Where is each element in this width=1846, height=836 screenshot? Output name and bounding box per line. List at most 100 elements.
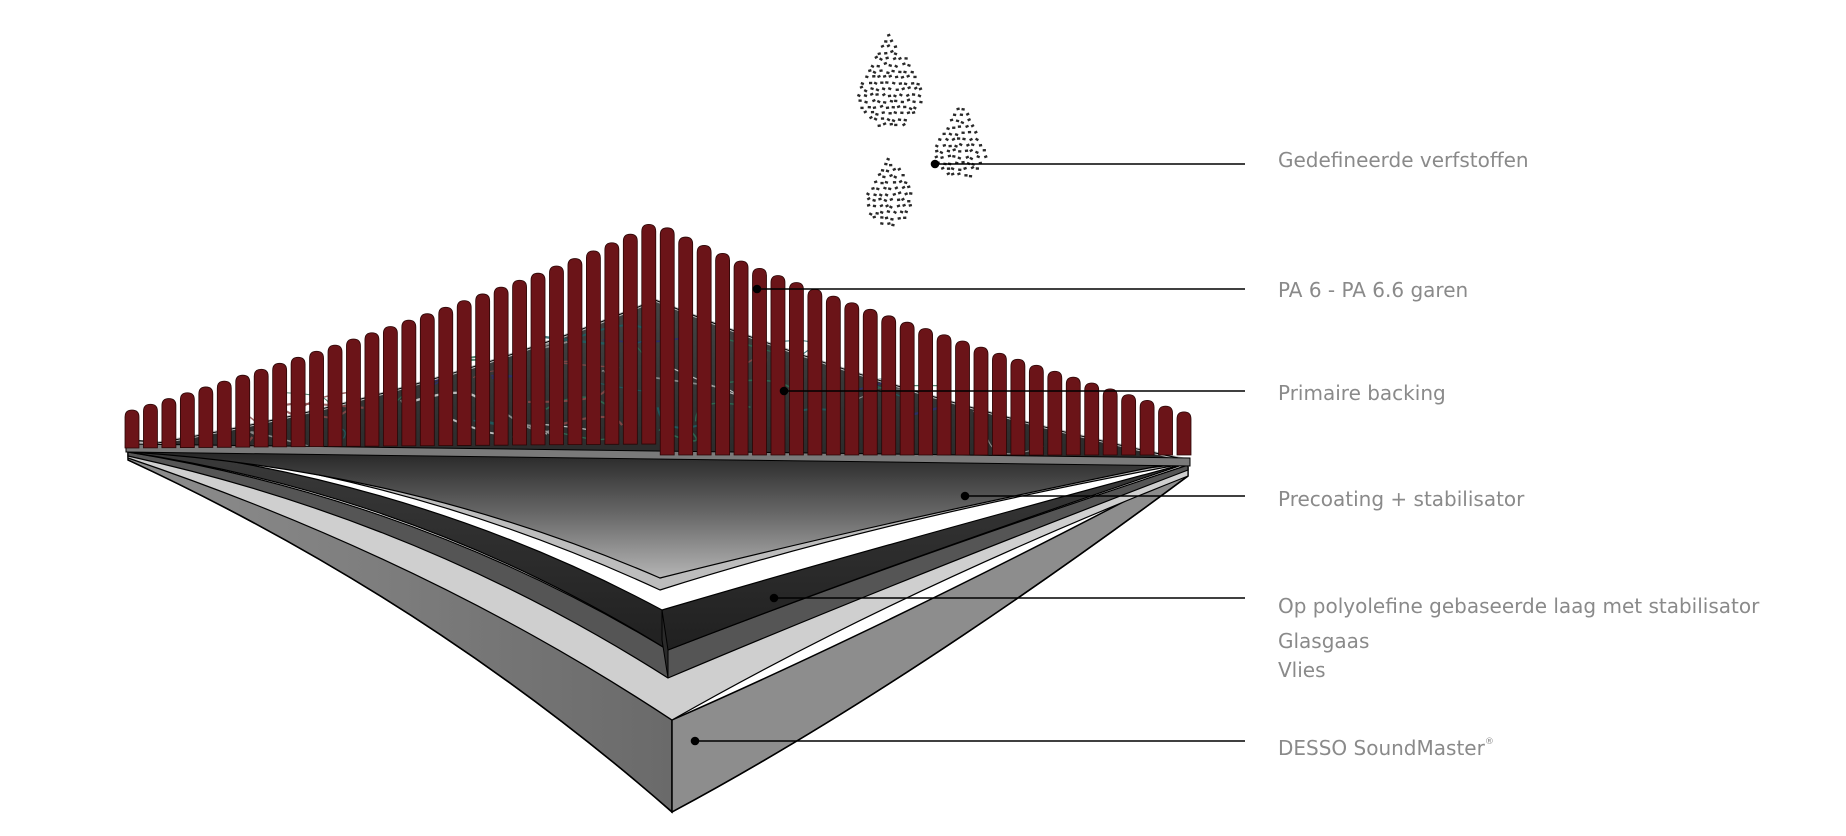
pile-tuft: [475, 293, 491, 446]
pile-tuft: [1047, 370, 1063, 456]
droplet-dot: [884, 216, 889, 220]
droplet-dot: [884, 40, 888, 43]
droplet-dot: [960, 120, 965, 125]
polyolefin-layer: [127, 445, 1189, 679]
droplet-dot: [872, 70, 877, 75]
droplet-dot: [893, 111, 898, 115]
droplet-dot: [873, 180, 878, 184]
droplet-dot: [884, 51, 888, 55]
droplet-dot: [958, 150, 962, 153]
droplet-dot: [863, 89, 868, 93]
label-yarn: PA 6 - PA 6.6 garen: [1278, 278, 1469, 302]
pile-tuft: [143, 403, 158, 449]
droplet-dot: [897, 167, 902, 171]
droplet-dot: [882, 175, 886, 179]
pile-tuft: [1010, 358, 1026, 456]
droplet-dot: [887, 187, 892, 191]
droplet-dot: [970, 123, 975, 128]
droplet-dot: [913, 75, 917, 79]
droplet-dot: [880, 44, 885, 49]
leader-dyes-dot: [930, 159, 940, 169]
droplet-dot: [907, 199, 911, 203]
droplet-dot: [974, 150, 979, 155]
leader-precoat-dot: [960, 491, 970, 501]
droplet-dot: [872, 215, 877, 219]
leader-primary-dot: [779, 386, 789, 396]
droplet-dot: [939, 150, 944, 155]
droplet-dot: [858, 99, 862, 102]
droplet-dot: [889, 99, 894, 103]
droplet-dot: [904, 57, 908, 60]
droplet-dot: [872, 75, 876, 78]
droplet-dot: [879, 69, 883, 73]
droplet-dot: [901, 62, 906, 66]
droplet-dot: [982, 148, 986, 152]
pile-tuft: [456, 300, 472, 446]
label-polyolefin-layer: Op polyolefine gebaseerde laag met stabi…: [1278, 594, 1760, 618]
droplet-dot: [946, 167, 951, 170]
droplet-dot: [872, 204, 877, 208]
droplet-dot: [877, 124, 881, 128]
droplet-dot: [899, 210, 904, 214]
droplet-dot: [891, 69, 895, 73]
droplet-dot: [883, 61, 888, 66]
droplet-dot: [900, 197, 905, 202]
droplet-dot: [952, 148, 957, 152]
pile-tuft: [1121, 394, 1137, 456]
droplet-dot: [895, 88, 899, 91]
droplet-dot: [896, 204, 901, 208]
droplet-dot: [961, 160, 965, 164]
droplet-dot: [903, 216, 907, 220]
droplet-dot: [866, 203, 871, 207]
droplet-dot: [892, 56, 897, 61]
droplet-dot: [910, 70, 915, 74]
droplet-dot: [900, 75, 905, 79]
droplet-dot: [892, 167, 897, 172]
droplet-dot: [889, 122, 894, 126]
droplet-dot: [913, 86, 918, 91]
droplet-dot: [868, 115, 873, 120]
pile-tuft: [955, 340, 970, 456]
droplet-dot: [880, 117, 885, 120]
droplet-dot: [883, 186, 887, 190]
droplet-dot: [891, 105, 895, 109]
droplet-dot: [959, 113, 964, 117]
droplet-dot: [897, 118, 902, 122]
droplet-dot: [917, 94, 922, 98]
pile-tuft: [992, 352, 1007, 456]
droplet-dot: [870, 87, 874, 91]
pile-tuft: [438, 306, 454, 446]
droplet-dot: [949, 118, 954, 122]
pile-tuft: [327, 344, 343, 447]
droplet-dot: [903, 180, 908, 185]
droplet-dot: [885, 169, 890, 173]
droplet-dot: [906, 98, 911, 102]
droplet-dot: [873, 193, 877, 197]
droplet-dot: [860, 81, 865, 86]
droplet-dot: [975, 167, 980, 170]
pile-tuft: [862, 308, 878, 456]
droplet-dot: [867, 69, 872, 73]
droplet-dot: [888, 63, 893, 68]
droplet-dot: [881, 87, 886, 91]
droplet-dot: [965, 112, 970, 116]
droplet-dot: [869, 81, 873, 85]
pile-tuft: [530, 272, 546, 446]
droplet-dot: [860, 106, 864, 110]
droplet-dot: [934, 155, 939, 159]
droplet-dot: [894, 123, 898, 127]
droplet-dot: [978, 143, 983, 147]
pile-tuft: [881, 315, 897, 456]
pile-tuft: [1065, 376, 1081, 456]
droplet-dot: [898, 70, 902, 74]
pile-tuft: [364, 332, 380, 447]
droplet-dot: [970, 143, 975, 147]
pile-tuft: [382, 326, 398, 447]
droplet-dot: [937, 137, 942, 142]
droplet-dot: [875, 93, 879, 96]
droplet-dot: [911, 93, 916, 96]
droplet-dot: [947, 154, 952, 158]
droplet-dot: [964, 149, 969, 153]
droplet-dot: [884, 162, 888, 166]
droplet-dot: [872, 106, 877, 110]
